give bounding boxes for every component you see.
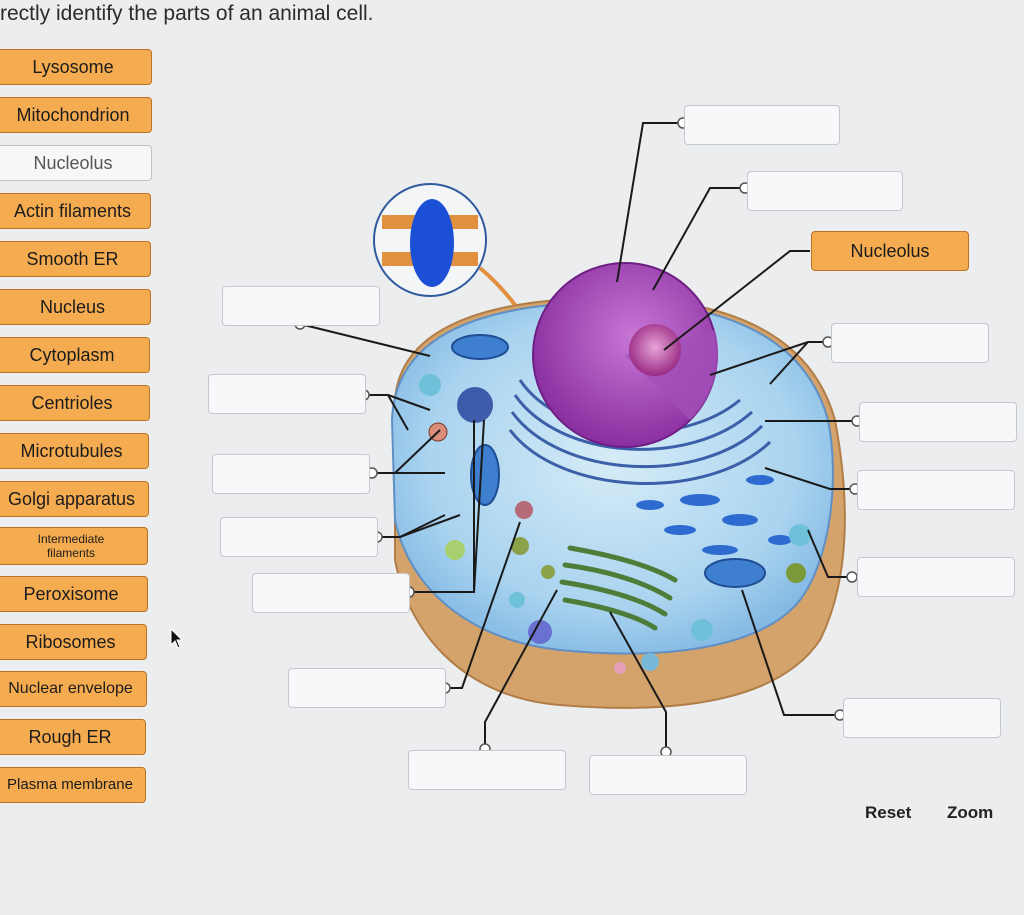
vesicles-drawing xyxy=(419,374,811,674)
zoom-button[interactable]: Zoom xyxy=(947,803,994,822)
mouse-cursor-icon xyxy=(170,628,184,649)
instructions-text: rectly identify the parts of an animal c… xyxy=(0,2,374,25)
drop-box-vesicle-right[interactable] xyxy=(857,557,1015,597)
drop-box-bottom-2[interactable] xyxy=(589,755,747,795)
drop-box-left-3[interactable] xyxy=(212,454,370,494)
label-tile-nucleus[interactable]: Nucleus xyxy=(0,289,151,325)
label-tile-smooth-er[interactable]: Smooth ER xyxy=(0,241,151,277)
label-tile-ribosomes[interactable]: Ribosomes xyxy=(0,624,147,660)
label-tile-peroxisome[interactable]: Peroxisome xyxy=(0,576,148,612)
label-tile-cytoplasm[interactable]: Cytoplasm xyxy=(0,337,150,373)
label-tile-intermediate-filaments[interactable]: Intermediate filaments xyxy=(0,527,148,565)
label-tile-nucleolus[interactable]: Nucleolus xyxy=(0,145,152,181)
drop-box-left-6[interactable] xyxy=(288,668,446,708)
drop-box-bottom-1[interactable] xyxy=(408,750,566,790)
label-tile-plasma-membrane[interactable]: Plasma membrane xyxy=(0,767,146,803)
drop-box-bottom-right[interactable] xyxy=(843,698,1001,738)
drop-box-left-4[interactable] xyxy=(220,517,378,557)
drop-box-membrane-left[interactable] xyxy=(222,286,380,326)
smooth-er-drawing xyxy=(636,475,792,555)
rough-er-drawing xyxy=(508,379,772,485)
nucleolus-drawing xyxy=(629,324,681,376)
label-tile-lysosome[interactable]: Lysosome xyxy=(0,49,152,85)
label-tile-microtubules[interactable]: Microtubules xyxy=(0,433,149,469)
label-tile-golgi-apparatus[interactable]: Golgi apparatus xyxy=(0,481,149,517)
drop-box-nuclear-envelope[interactable] xyxy=(747,171,903,211)
drop-box-nucleolus[interactable]: Nucleolus xyxy=(811,231,969,271)
label-tile-rough-er[interactable]: Rough ER xyxy=(0,719,146,755)
drop-box-nucleus-top[interactable] xyxy=(684,105,840,145)
label-tile-nuclear-envelope[interactable]: Nuclear envelope xyxy=(0,671,147,707)
drop-box-rough-er-right[interactable] xyxy=(831,323,989,363)
drop-box-ribosomes-right[interactable] xyxy=(859,402,1017,442)
drop-box-smooth-er-right[interactable] xyxy=(857,470,1015,510)
mitochondria-drawing xyxy=(451,334,766,588)
membrane-inset xyxy=(373,183,517,307)
label-tile-mitochondrion[interactable]: Mitochondrion xyxy=(0,97,152,133)
label-tile-actin-filaments[interactable]: Actin filaments xyxy=(0,193,151,229)
drop-box-left-2[interactable] xyxy=(208,374,366,414)
centriole-drawing xyxy=(457,387,493,423)
label-tile-centrioles[interactable]: Centrioles xyxy=(0,385,150,421)
golgi-drawing xyxy=(559,545,678,631)
drop-box-left-5[interactable] xyxy=(252,573,410,613)
reset-button[interactable]: Reset xyxy=(865,803,912,822)
